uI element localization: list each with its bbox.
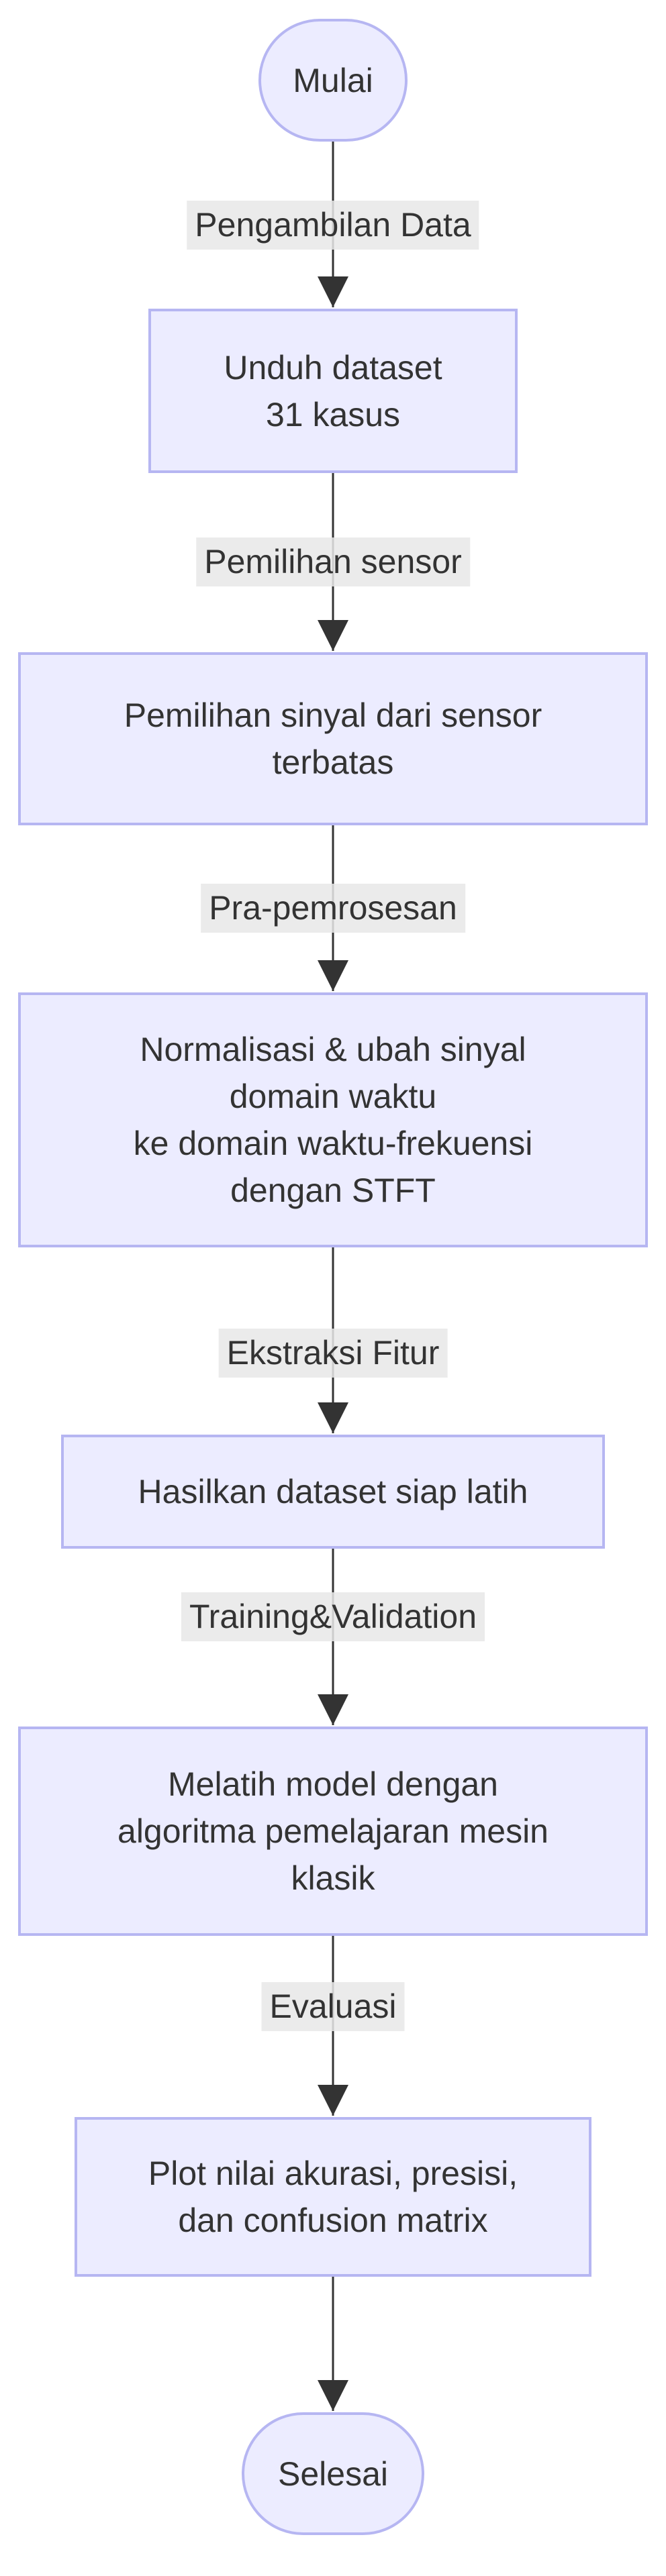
arrowhead-icon <box>318 2085 348 2116</box>
arrowhead-icon <box>318 2380 348 2411</box>
node-dataset-ready-label: Hasilkan dataset siap latih <box>138 1473 528 1510</box>
node-train-model: Melatih model dengan algoritma pemelajar… <box>18 1727 648 1936</box>
arrowhead-icon <box>318 1402 348 1433</box>
arrowhead-icon <box>318 1694 348 1725</box>
node-preprocess-stft: Normalisasi & ubah sinyal domain waktu k… <box>18 992 648 1247</box>
node-select-signal-label: Pemilihan sinyal dari sensor terbatas <box>124 697 542 781</box>
edge-label-evaluasi: Evaluasi <box>261 1982 405 2031</box>
edge-label-pengambilan-data: Pengambilan Data <box>187 201 480 250</box>
node-select-signal: Pemilihan sinyal dari sensor terbatas <box>18 652 648 825</box>
node-preprocess-stft-label: Normalisasi & ubah sinyal domain waktu k… <box>133 1031 533 1209</box>
edge-line <box>332 2277 334 2411</box>
edge-label-training-validation: Training&Validation <box>181 1592 485 1641</box>
node-end: Selesai <box>242 2412 424 2535</box>
edge-label-pemilihan-sensor: Pemilihan sensor <box>196 537 470 586</box>
node-dataset-ready: Hasilkan dataset siap latih <box>61 1435 605 1549</box>
node-start: Mulai <box>258 19 408 142</box>
node-start-label: Mulai <box>293 61 373 99</box>
node-download-dataset-label: Unduh dataset 31 kasus <box>224 348 442 433</box>
arrowhead-icon <box>318 960 348 991</box>
edge-label-pra-pemrosesan: Pra-pemrosesan <box>201 884 465 933</box>
arrowhead-icon <box>318 276 348 307</box>
node-plot-results: Plot nilai akurasi, presisi, dan confusi… <box>75 2117 591 2277</box>
node-end-label: Selesai <box>278 2455 388 2493</box>
node-download-dataset: Unduh dataset 31 kasus <box>148 309 518 473</box>
edge-label-ekstraksi-fitur: Ekstraksi Fitur <box>218 1329 448 1378</box>
arrowhead-icon <box>318 620 348 651</box>
node-train-model-label: Melatih model dengan algoritma pemelajar… <box>117 1765 549 1897</box>
node-plot-results-label: Plot nilai akurasi, presisi, dan confusi… <box>148 2155 518 2239</box>
